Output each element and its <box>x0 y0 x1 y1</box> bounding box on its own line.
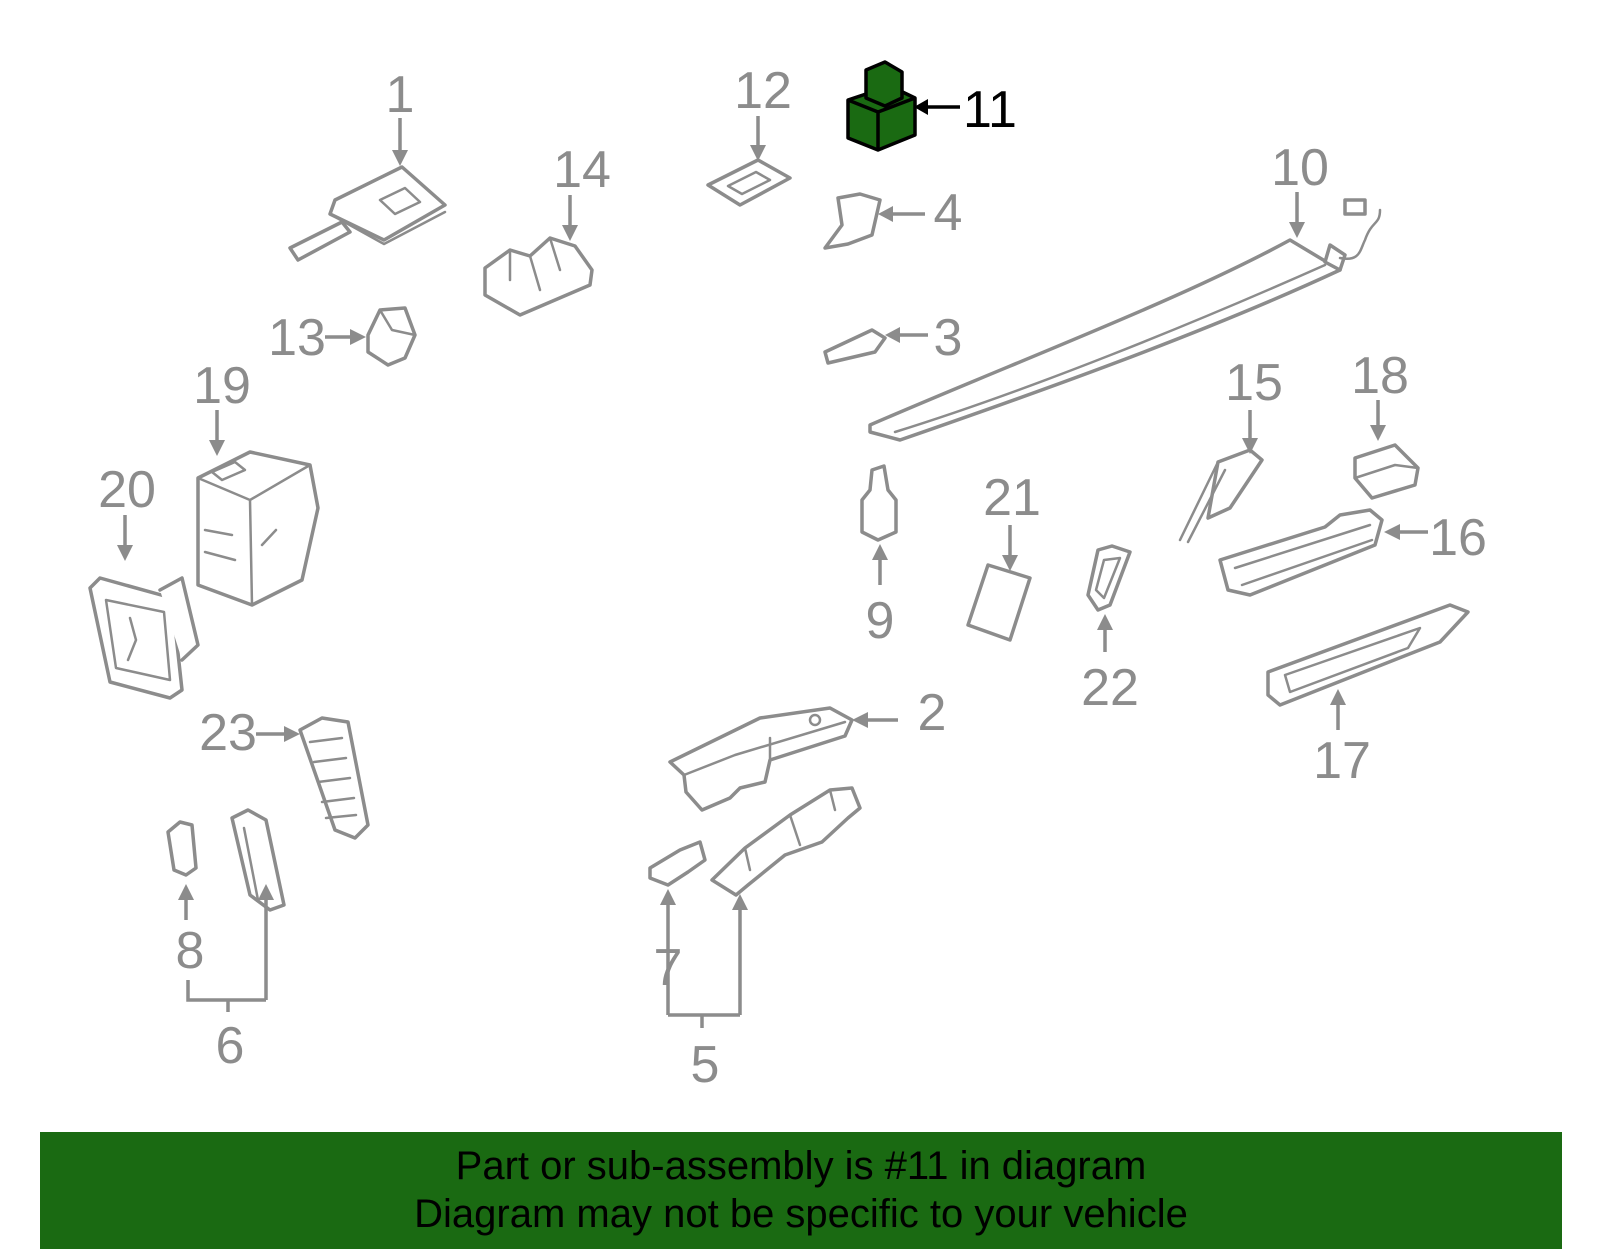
part-19[interactable] <box>196 450 320 607</box>
part-12[interactable] <box>706 158 792 207</box>
arrow-18 <box>1370 425 1386 441</box>
part-13[interactable] <box>366 306 417 367</box>
part-17[interactable] <box>1266 603 1470 707</box>
part-22[interactable] <box>1086 544 1132 612</box>
callout-7: 7 <box>654 939 683 997</box>
callout-10: 10 <box>1271 139 1329 197</box>
bracket-6 <box>186 980 266 1002</box>
part-18[interactable] <box>1353 443 1420 500</box>
callout-11: 11 <box>963 81 1017 139</box>
part-23[interactable] <box>298 716 370 840</box>
part-16[interactable] <box>1218 508 1384 597</box>
callout-21: 21 <box>983 469 1041 527</box>
callout-8: 8 <box>176 922 205 980</box>
arrow-12 <box>750 145 766 161</box>
arrow-3 <box>885 327 900 343</box>
arrow-8 <box>178 884 194 900</box>
callout-1: 1 <box>386 66 415 124</box>
part-2[interactable] <box>668 706 854 812</box>
part-11[interactable] <box>846 60 917 152</box>
part-6[interactable] <box>230 808 286 912</box>
arrow-17 <box>1330 689 1346 705</box>
arrow-9 <box>872 544 888 560</box>
part-4[interactable] <box>823 192 882 250</box>
arrow-10 <box>1289 222 1305 238</box>
callout-18: 18 <box>1351 347 1409 405</box>
banner-line-1: Part or sub-assembly is #11 in diagram <box>455 1144 1147 1188</box>
arrow-21 <box>1002 555 1018 571</box>
part-9[interactable] <box>860 464 898 542</box>
part-8[interactable] <box>166 820 198 877</box>
callout-17: 17 <box>1313 732 1371 790</box>
arrow-15 <box>1242 438 1258 454</box>
part-21[interactable] <box>966 563 1032 642</box>
arrow-16 <box>1384 524 1400 540</box>
info-banner: Part or sub-assembly is #11 in diagram D… <box>40 1132 1562 1249</box>
callout-5: 5 <box>691 1036 720 1094</box>
callout-9: 9 <box>866 592 895 650</box>
arrow-14 <box>562 225 578 241</box>
part-7[interactable] <box>648 840 707 887</box>
arrow-7 <box>660 889 676 905</box>
arrow-1 <box>392 150 408 166</box>
part-5[interactable] <box>710 786 862 897</box>
callout-20: 20 <box>98 461 156 519</box>
callout-22: 22 <box>1081 659 1139 717</box>
callout-16: 16 <box>1429 509 1487 567</box>
arrow-13 <box>350 329 366 345</box>
callout-14: 14 <box>553 141 611 199</box>
callout-2: 2 <box>918 684 947 742</box>
callout-23: 23 <box>199 704 257 762</box>
callout-13: 13 <box>268 309 326 367</box>
arrow-6 <box>258 884 274 900</box>
arrow-4 <box>878 206 893 222</box>
callout-6: 6 <box>216 1017 245 1075</box>
arrow-22 <box>1097 614 1113 630</box>
callout-19: 19 <box>193 357 251 415</box>
arrow-19 <box>209 440 225 456</box>
arrow-11 <box>914 99 928 115</box>
part-20[interactable] <box>88 576 200 700</box>
part-10[interactable] <box>868 198 1382 442</box>
part-3[interactable] <box>823 328 887 365</box>
parts-diagram: 1 14 13 12 11 4 3 <box>88 60 1487 1094</box>
arrow-23 <box>284 726 300 742</box>
banner-line-2: Diagram may not be specific to your vehi… <box>414 1192 1188 1236</box>
callout-4: 4 <box>934 184 963 242</box>
part-1[interactable] <box>288 165 447 262</box>
part-14[interactable] <box>483 236 594 317</box>
callout-12: 12 <box>734 62 792 120</box>
callout-3: 3 <box>934 309 963 367</box>
callout-15: 15 <box>1225 354 1283 412</box>
arrow-20 <box>117 545 133 561</box>
arrow-5 <box>732 894 748 910</box>
part-15[interactable] <box>1178 448 1264 544</box>
arrow-2 <box>852 712 868 728</box>
